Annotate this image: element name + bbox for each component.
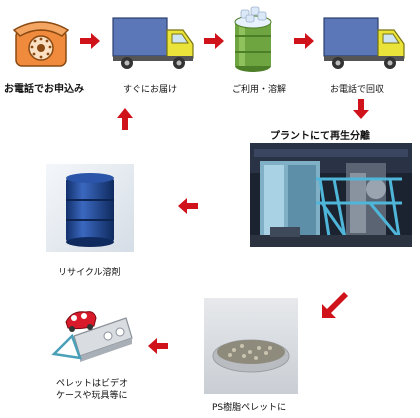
step-pellet-label: PS樹脂ペレットに: [212, 403, 287, 413]
step-solvent-label: リサイクル溶剤: [58, 268, 121, 278]
arrow-up: [117, 108, 133, 130]
truck-icon: [112, 17, 194, 69]
arrow-down: [353, 99, 369, 119]
step-phone-label: お電話でお申込み: [4, 84, 84, 95]
plant-photo: [250, 143, 412, 247]
arrow-right: [80, 33, 100, 49]
arrow-right: [204, 33, 224, 49]
arrow-left: [178, 198, 198, 214]
toy-products-icon: [51, 311, 133, 362]
step-products-label-line2: ケースや玩具等に: [56, 391, 128, 401]
blue-drum-icon: [46, 164, 134, 252]
step-use-label: ご利用・溶解: [232, 85, 287, 95]
green-drum-icon: [234, 6, 272, 72]
truck-icon: [323, 17, 405, 69]
step-products-label-line1: ペレットはビデオ: [56, 379, 129, 389]
arrow-right: [294, 33, 314, 49]
arrow-down-left: [322, 292, 348, 318]
phone-icon: [12, 21, 70, 67]
arrow-left: [148, 338, 168, 354]
step-delivery-label: すぐにお届け: [123, 85, 178, 95]
step-plant-label: プラントにて再生分離: [270, 131, 370, 142]
pellet-dish-icon: [204, 298, 298, 394]
step-collect-label: お電話で回収: [330, 85, 385, 95]
